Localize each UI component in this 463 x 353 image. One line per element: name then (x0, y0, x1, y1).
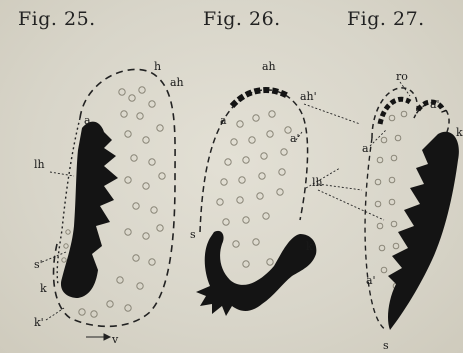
fig-25-label-h: h (154, 60, 161, 73)
fig-25-label-lh: lh (34, 158, 45, 171)
fig-27-label-a-left: a (362, 142, 369, 155)
fig-26-label-ah-prime: ah' (300, 90, 317, 103)
fig-25-label-k-prime: k' (34, 316, 44, 329)
fig-27-left-outline (365, 138, 386, 330)
fig-25-arrow (86, 334, 110, 340)
fig-25-dark-body (61, 122, 118, 298)
fig-25-drawing: h ah a lh s' k k' v (34, 60, 184, 346)
fig-26-label-s: s (190, 228, 196, 241)
fig-25-label-ah: ah (170, 76, 184, 89)
fig-27-label-s: s (383, 339, 389, 352)
fig-26-dark-body (196, 231, 316, 316)
fig-27-drawing: ro a' a k a' s (362, 70, 463, 352)
fig-26-label-ah: ah (262, 60, 276, 73)
fig-27-dark-body (388, 132, 459, 330)
fig-27-label-k: k (456, 126, 463, 139)
fig-25-label-v: v (111, 333, 119, 346)
fig-26-label-a-prime: a' (290, 132, 300, 145)
fig-26-drawing: ah ah' a a' lh s k (190, 60, 384, 316)
fig-27-leaders (370, 82, 410, 146)
fig-27-label-a-prime-lower: a' (366, 274, 376, 287)
fig-27-label-a-top: a' (430, 98, 440, 111)
fig-26-outer-outline (200, 90, 308, 232)
fig-26-leaders (296, 104, 384, 220)
fig-25-label-k: k (40, 282, 47, 295)
fig-26-label-k: k (306, 240, 313, 253)
fig-25-label-s-prime: s' (34, 258, 43, 271)
fig-25-leaders (42, 172, 74, 320)
fig-25-label-a: a (84, 114, 91, 127)
fig-26-label-lh: lh (312, 176, 323, 189)
fig-26-label-a: a (220, 114, 227, 127)
fig-27-label-ro: ro (396, 70, 408, 83)
